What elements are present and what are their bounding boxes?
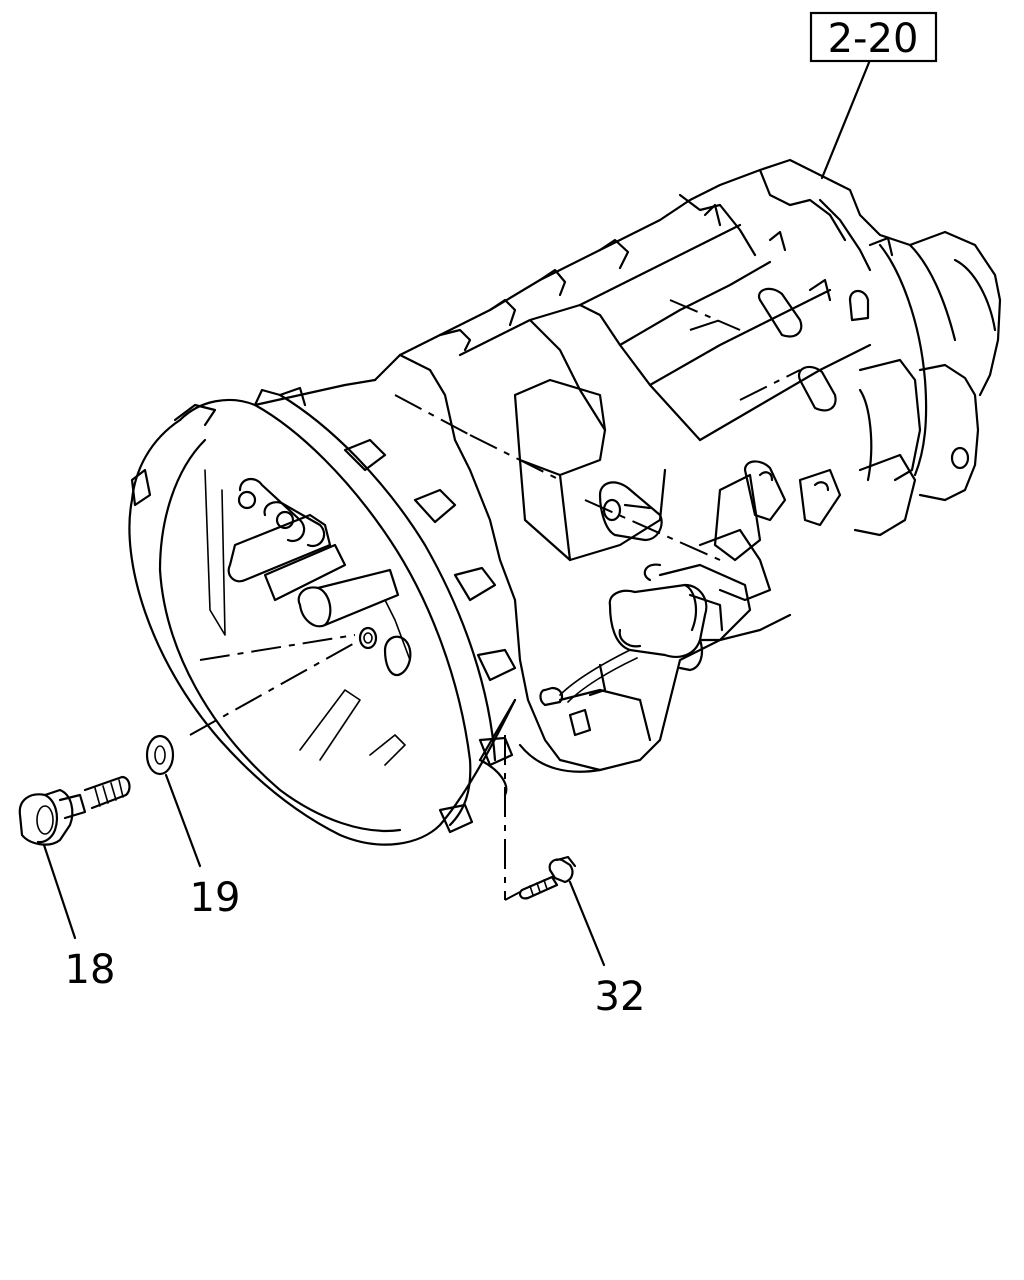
reference-box (809, 11, 938, 63)
part-19-washer (145, 734, 175, 776)
leader-lines (42, 58, 872, 967)
reference-label-group: 2-20 (809, 11, 938, 63)
center-lines (189, 299, 801, 900)
leader-32 (568, 880, 606, 967)
leader-18 (42, 843, 77, 940)
bell-housing (128, 378, 517, 846)
transmission-case (373, 158, 1002, 797)
part-18-bolt (18, 775, 131, 846)
transmission-assembly (128, 158, 1002, 900)
callout-32: 32 (595, 974, 646, 1020)
callout-19: 19 (190, 875, 241, 921)
leader-ref-2-20 (820, 58, 872, 180)
reference-label: 2-20 (828, 16, 919, 62)
part-32-bolt (504, 855, 577, 901)
callout-18: 18 (65, 947, 116, 993)
leader-19 (164, 773, 202, 868)
